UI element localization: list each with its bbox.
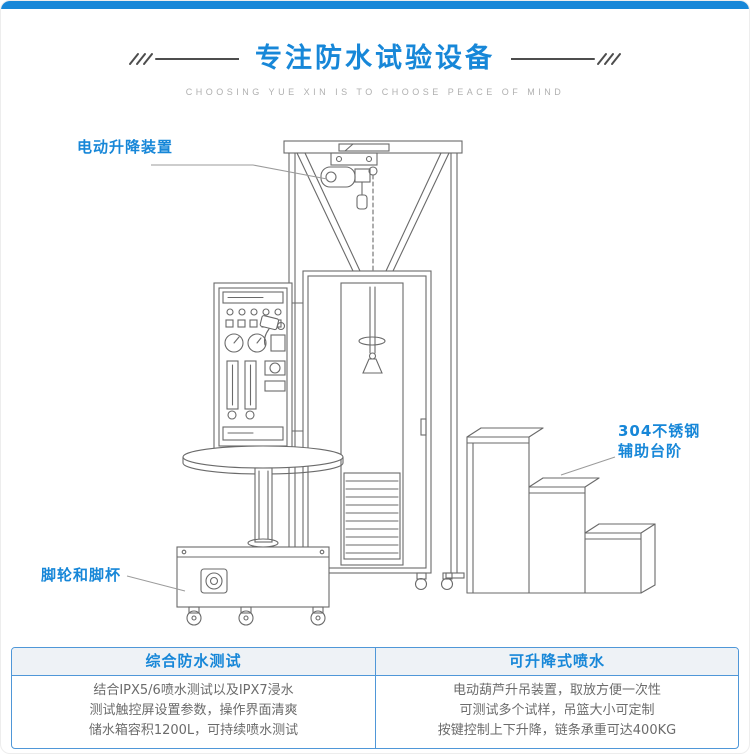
chamber-casters <box>414 572 454 591</box>
control-panel <box>213 282 304 452</box>
header: 专注防水试验设备 CHOOSING YUE XIN IS TO CHOOSE P… <box>1 9 749 97</box>
spec-right-line-3: 按键控制上下升降，链条承重可达400KG <box>437 723 677 738</box>
spec-left-line-1: 结合IPX5/6喷水测试以及IPX7浸水 <box>93 683 294 698</box>
test-chamber <box>302 270 432 574</box>
callout-leader-lines <box>126 164 616 592</box>
page-subtitle: CHOOSING YUE XIN IS TO CHOOSE PEACE OF M… <box>185 87 565 97</box>
callout-hoist-label: 电动升降装置 <box>77 138 174 156</box>
spec-body-right: 电动葫芦升吊装置，取放方便一次性 可测试多个试样，吊篮大小可定制 按键控制上下升… <box>376 676 738 748</box>
top-accent-bar <box>1 1 749 9</box>
title-row: 专注防水试验设备 <box>1 43 749 75</box>
water-tank-base <box>176 546 330 608</box>
spec-table: 综合防水测试 结合IPX5/6喷水测试以及IPX7浸水 测试触控屏设置参数，操作… <box>11 647 739 749</box>
spray-nozzle <box>259 315 286 346</box>
spec-left-line-2: 测试触控屏设置参数，操作界面清爽 <box>89 703 298 718</box>
spec-body-left: 结合IPX5/6喷水测试以及IPX7浸水 测试触控屏设置参数，操作界面清爽 储水… <box>12 676 375 748</box>
spec-right-line-2: 可测试多个试样，吊篮大小可定制 <box>459 703 655 718</box>
equipment-diagram: 电动升降装置 304不锈钢 辅助台阶 脚轮和脚杯 <box>1 121 749 637</box>
spec-left-line-3: 储水箱容积1200L，可持续喷水测试 <box>88 723 299 738</box>
spec-header-right: 可升降式喷水 <box>376 648 738 676</box>
page-title: 专注防水试验设备 <box>255 43 495 74</box>
title-decoration-right-icon <box>511 53 621 65</box>
title-decoration-left-icon <box>129 53 239 65</box>
base-casters <box>186 606 326 626</box>
auxiliary-steps <box>466 427 656 594</box>
machine-line-drawing <box>126 140 656 626</box>
callout-stairs-line2: 辅助台阶 <box>618 442 683 460</box>
spec-right-line-1: 电动葫芦升吊装置，取放方便一次性 <box>452 683 661 698</box>
spec-column-left: 综合防水测试 结合IPX5/6喷水测试以及IPX7浸水 测试触控屏设置参数，操作… <box>12 648 375 748</box>
turntable <box>182 445 344 548</box>
callout-casters-label: 脚轮和脚杯 <box>41 566 122 584</box>
callout-stairs-label: 304不锈钢 辅助台阶 <box>618 421 700 461</box>
callout-stairs-line1: 304不锈钢 <box>618 422 701 440</box>
spec-header-left: 综合防水测试 <box>12 648 375 676</box>
spec-column-right: 可升降式喷水 电动葫芦升吊装置，取放方便一次性 可测试多个试样，吊篮大小可定制 … <box>375 648 738 748</box>
